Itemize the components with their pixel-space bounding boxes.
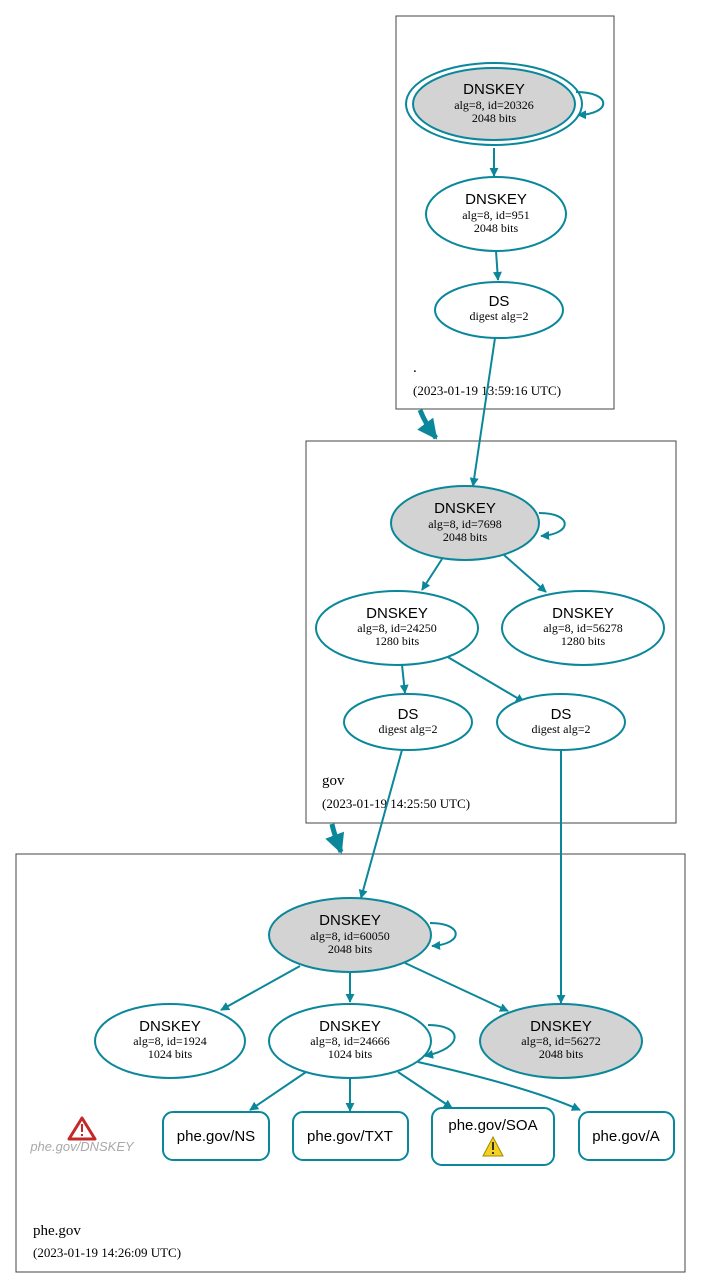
delegation-edge-gov-phe [325,823,345,854]
node-title: DNSKEY [552,605,614,622]
node-title: DNSKEY [366,605,428,622]
rrset-label: phe.gov/TXT [307,1128,393,1145]
node-bits: 1280 bits [561,634,606,648]
rrset-txt[interactable]: phe.gov/TXT [292,1111,409,1161]
edge-k24666-ns [249,1071,307,1111]
node-bits: 2048 bits [443,530,488,544]
edge-phe-ksk-k1924 [220,965,301,1011]
node-gov-ds-2[interactable]: DS digest alg=2 [496,693,626,751]
node-digest: digest alg=2 [531,722,590,736]
node-title: DNSKEY [530,1018,592,1035]
node-title: DNSKEY [319,912,381,929]
edge-k24666-soa [397,1071,453,1109]
node-bits: 2048 bits [474,221,519,235]
edge-root-zsk-ds [492,250,502,281]
node-bits: 2048 bits [472,111,517,125]
node-alg-id: alg=8, id=7698 [428,517,502,531]
rrset-label: phe.gov/SOA [448,1117,537,1134]
edge-root-ds-gov-ksk [469,337,496,487]
node-phe-dnskey-56272[interactable]: DNSKEY alg=8, id=56272 2048 bits [479,1003,643,1079]
node-title: DNSKEY [465,191,527,208]
node-alg-id: alg=8, id=951 [462,208,530,222]
self-sign-edge-gov-ksk [538,512,566,540]
node-alg-id: alg=8, id=1924 [133,1034,207,1048]
node-phe-ksk[interactable]: DNSKEY alg=8, id=60050 2048 bits [268,897,432,973]
node-title: DNSKEY [463,81,525,98]
edge-gov-ds1-phe-ksk [358,749,403,899]
zone-gov [305,440,677,824]
node-title: DNSKEY [434,500,496,517]
node-gov-zsk-56278[interactable]: DNSKEY alg=8, id=56278 1280 bits [501,590,665,666]
error-triangle-icon [67,1116,97,1141]
node-bits: 2048 bits [328,942,373,956]
node-alg-id: alg=8, id=60050 [310,929,390,943]
node-gov-ksk[interactable]: DNSKEY alg=8, id=7698 2048 bits [390,485,540,561]
self-sign-edge-phe-ksk [429,922,457,950]
rrset-ns[interactable]: phe.gov/NS [162,1111,270,1161]
edge-gov-ksk-zsk1 [421,558,443,591]
node-digest: digest alg=2 [378,722,437,736]
node-gov-zsk-24250[interactable]: DNSKEY alg=8, id=24250 1280 bits [315,590,479,666]
delegation-edge-root-gov [417,409,439,440]
self-sign-edge-phe-k24666 [424,1024,456,1059]
node-root-ds[interactable]: DS digest alg=2 [434,281,564,339]
rrset-soa[interactable]: phe.gov/SOA [431,1107,555,1166]
node-bits: 1024 bits [148,1047,193,1061]
zone-root-label: . [413,360,417,376]
rrset-label: phe.gov/A [592,1128,660,1145]
node-bits: 1280 bits [375,634,420,648]
edge-gov-zsk1-ds2 [445,655,525,703]
zone-gov-label: gov [322,773,345,789]
node-title: DNSKEY [319,1018,381,1035]
zone-phe-date: (2023-01-19 14:26:09 UTC) [33,1245,181,1260]
edge-gov-zsk1-ds1 [399,664,409,694]
rrset-a[interactable]: phe.gov/A [578,1111,675,1161]
missing-dnskey-label: phe.gov/DNSKEY [29,1139,135,1154]
node-alg-id: alg=8, id=24250 [357,621,437,635]
node-alg-id: alg=8, id=24666 [310,1034,390,1048]
node-title: DNSKEY [139,1018,201,1035]
node-phe-dnskey-1924[interactable]: DNSKEY alg=8, id=1924 1024 bits [94,1003,246,1079]
node-title: DS [398,706,419,723]
node-bits: 1024 bits [328,1047,373,1061]
node-gov-ds-1[interactable]: DS digest alg=2 [343,693,473,751]
node-title: DS [551,706,572,723]
zone-phe-label: phe.gov [33,1223,81,1239]
zone-gov-date: (2023-01-19 14:25:50 UTC) [322,796,470,811]
zone-root [395,15,615,410]
node-digest: digest alg=2 [469,309,528,323]
self-sign-edge-root-ksk [575,91,605,120]
node-alg-id: alg=8, id=56278 [543,621,623,635]
node-alg-id: alg=8, id=20326 [454,98,534,112]
zone-phe-gov [15,853,686,1273]
node-title: DS [489,293,510,310]
edge-gov-ksk-zsk2 [503,554,547,593]
edge-phe-ksk-k56272 [404,962,509,1012]
warning-triangle-icon [482,1135,504,1157]
rrset-label: phe.gov/NS [177,1128,255,1145]
node-bits: 2048 bits [539,1047,584,1061]
node-root-ksk[interactable]: DNSKEY alg=8, id=20326 2048 bits [405,62,583,146]
edge-k24666-a [417,1061,581,1111]
node-alg-id: alg=8, id=56272 [521,1034,601,1048]
node-root-zsk[interactable]: DNSKEY alg=8, id=951 2048 bits [425,176,567,252]
node-phe-dnskey-24666[interactable]: DNSKEY alg=8, id=24666 1024 bits [268,1003,432,1079]
